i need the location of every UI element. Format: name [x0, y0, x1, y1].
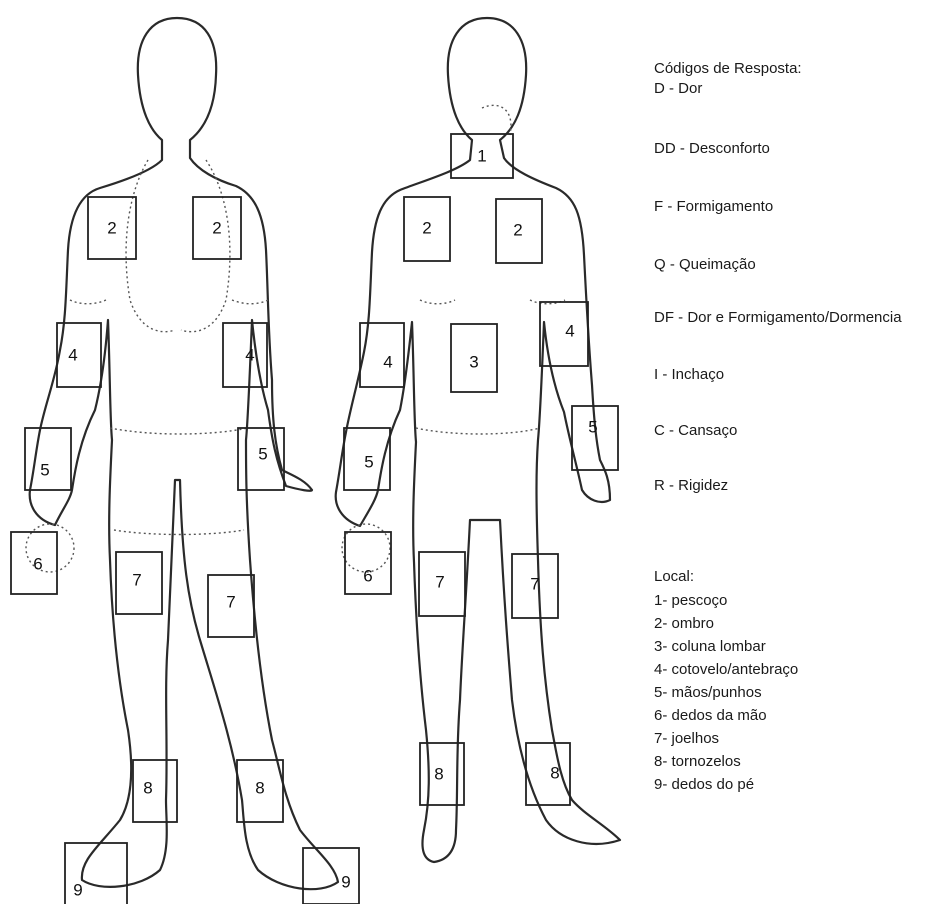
- front-region-boxes: 2 2 4 4 5 5 6 7 7 8 8 9 9: [11, 197, 359, 904]
- front-label-shoulder-left: 2: [212, 219, 221, 238]
- back-label-knee-right: 7: [530, 575, 539, 594]
- local-dedos-pe: 9- dedos do pé: [654, 776, 754, 795]
- local-pescoco: 1- pescoço: [654, 592, 727, 611]
- back-label-knee-left: 7: [435, 573, 444, 592]
- back-label-shoulder-left: 2: [422, 219, 431, 238]
- back-body-figure: [336, 18, 620, 862]
- back-region-boxes: 1 2 2 3 4 4 5 5 6 7 7 8 8: [344, 134, 618, 805]
- local-ombro: 2- ombro: [654, 615, 714, 634]
- code-dor-formigamento: DF - Dor e Formigamento/Dormencia: [654, 309, 902, 328]
- local-maos-punhos: 5- mãos/punhos: [654, 684, 762, 703]
- front-label-fingers: 6: [33, 555, 42, 574]
- back-label-elbow-left: 4: [383, 353, 392, 372]
- back-label-wrist-left: 5: [364, 453, 373, 472]
- back-label-lumbar: 3: [469, 353, 478, 372]
- back-label-ankle-right: 8: [550, 764, 559, 783]
- front-label-knee-left: 7: [226, 593, 235, 612]
- front-label-elbow-right: 4: [68, 346, 77, 365]
- back-box-elbow-right: [540, 302, 588, 366]
- front-label-elbow-left: 4: [245, 346, 254, 365]
- code-formigamento: F - Formigamento: [654, 198, 773, 217]
- back-label-neck: 1: [477, 147, 486, 166]
- code-cansaco: C - Cansaço: [654, 422, 737, 441]
- front-box-ankle-right: [133, 760, 177, 822]
- local-coluna-lombar: 3- coluna lombar: [654, 638, 766, 657]
- codes-title: Códigos de Resposta:: [654, 60, 802, 79]
- back-label-fingers: 6: [363, 567, 372, 586]
- back-label-wrist-right: 5: [588, 418, 597, 437]
- local-dedos-mao: 6- dedos da mão: [654, 707, 767, 726]
- code-desconforto: DD - Desconforto: [654, 140, 770, 159]
- back-label-ankle-left: 8: [434, 765, 443, 784]
- front-label-shoulder-right: 2: [107, 219, 116, 238]
- code-inchaco: I - Inchaço: [654, 366, 724, 385]
- local-title: Local:: [654, 568, 694, 587]
- front-body-figure: [26, 18, 338, 889]
- front-label-ankle-left: 8: [255, 779, 264, 798]
- local-tornozelos: 8- tornozelos: [654, 753, 741, 772]
- back-label-elbow-right: 4: [565, 322, 574, 341]
- code-queimacao: Q - Queimação: [654, 256, 756, 275]
- code-rigidez: R - Rigidez: [654, 477, 728, 496]
- code-dor: D - Dor: [654, 80, 702, 99]
- front-label-wrist-left: 5: [258, 445, 267, 464]
- front-label-toes-left: 9: [341, 873, 350, 892]
- back-label-shoulder-right: 2: [513, 221, 522, 240]
- local-cotovelo: 4- cotovelo/antebraço: [654, 661, 798, 680]
- front-label-wrist-right: 5: [40, 461, 49, 480]
- front-label-toes-right: 9: [73, 881, 82, 900]
- front-label-knee-right: 7: [132, 571, 141, 590]
- local-joelhos: 7- joelhos: [654, 730, 719, 749]
- front-label-ankle-right: 8: [143, 779, 152, 798]
- back-box-ankle-right: [526, 743, 570, 805]
